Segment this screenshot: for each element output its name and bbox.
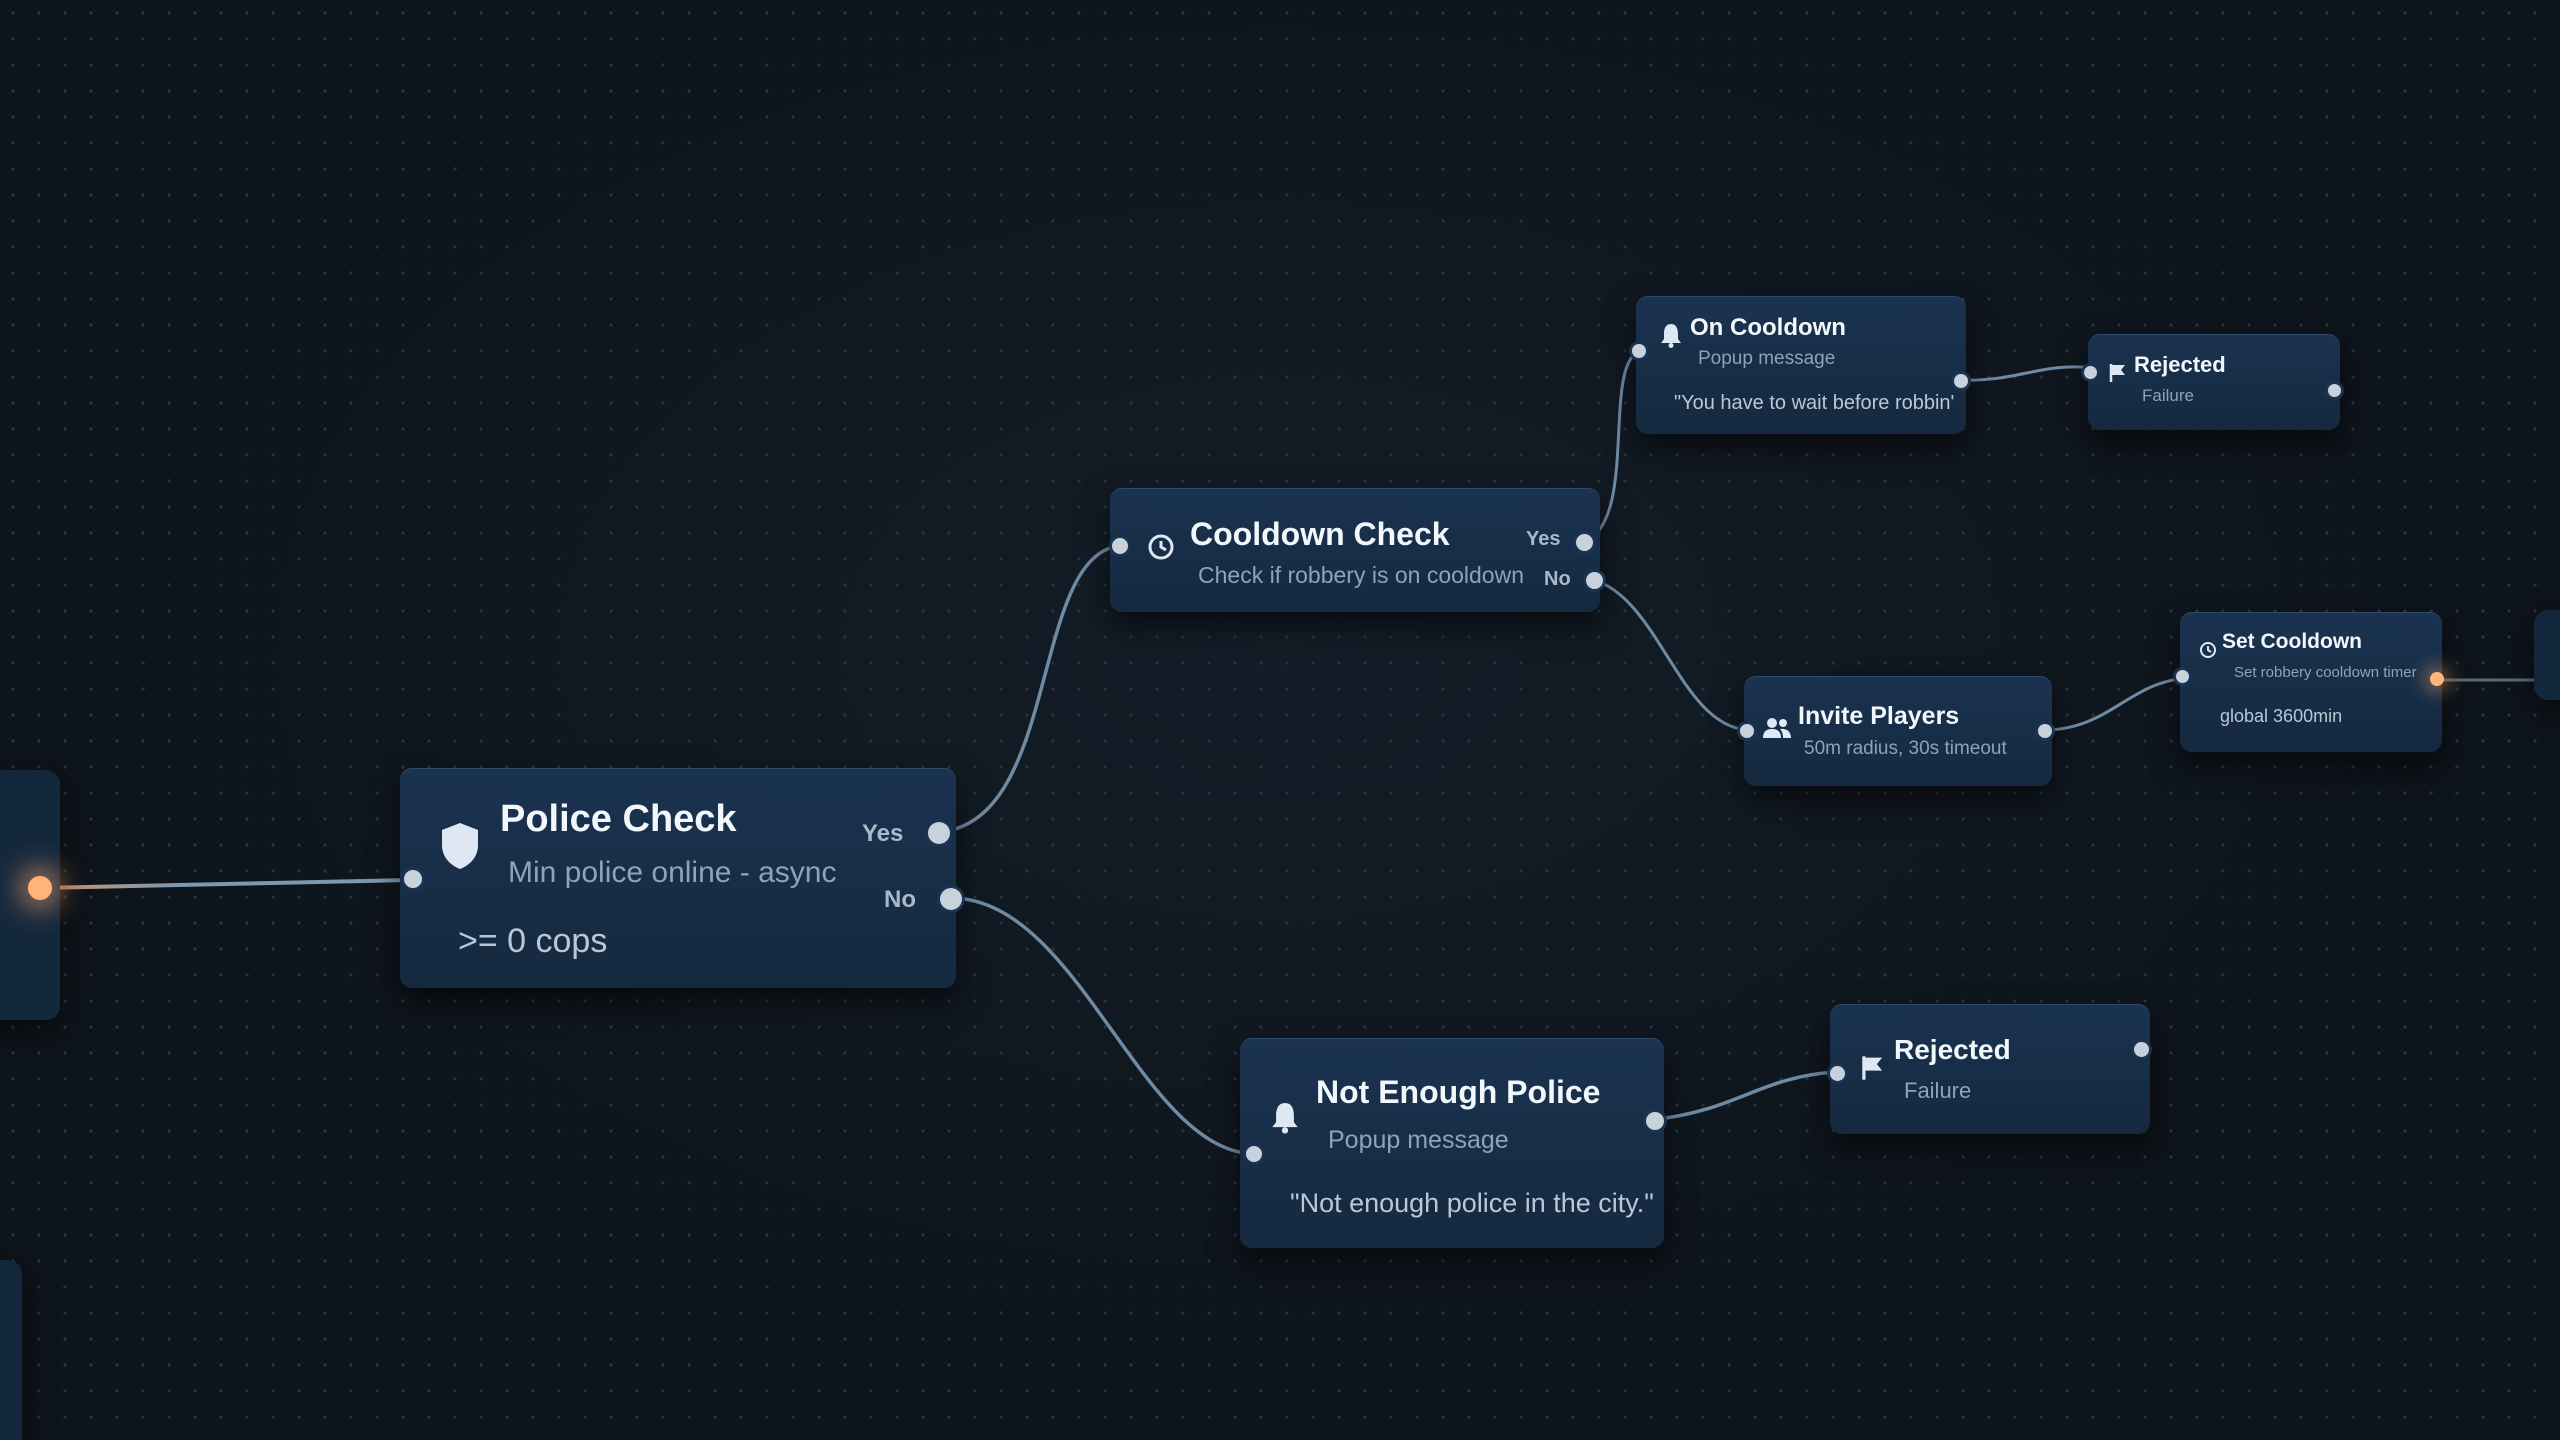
no-output-port[interactable]	[1586, 572, 1603, 589]
input-port-glow[interactable]	[28, 876, 52, 900]
wire-input-police	[39, 878, 413, 890]
offscreen-node-right[interactable]	[2534, 610, 2560, 700]
rejected-bottom-node[interactable]: Rejected Failure	[1830, 1004, 2150, 1134]
set-cooldown-node[interactable]: Set Cooldown Set robbery cooldown timer …	[2176, 612, 2444, 752]
flag-icon	[2108, 362, 2128, 384]
output-port[interactable]	[2134, 1042, 2149, 1057]
node-subtitle: 50m radius, 30s timeout	[1804, 738, 2007, 759]
node-title: Invite Players	[1798, 702, 1960, 730]
output-port[interactable]	[1646, 1112, 1664, 1130]
users-icon	[1762, 716, 1792, 740]
node-detail: global 3600min	[2220, 706, 2343, 726]
output-port[interactable]	[1954, 374, 1968, 388]
wire-invite-setcooldown	[2043, 676, 2191, 732]
node-title: Set Cooldown	[2222, 630, 2362, 653]
invite-players-node[interactable]: Invite Players 50m radius, 30s timeout	[1740, 676, 2052, 786]
node-detail: "Not enough police in the city."	[1290, 1188, 1654, 1218]
input-port[interactable]	[2176, 670, 2189, 683]
on-cooldown-node[interactable]: On Cooldown Popup message "You have to w…	[1632, 296, 1968, 434]
no-port-label: No	[1544, 568, 1571, 590]
node-title: Police Check	[500, 798, 737, 840]
flag-icon	[1860, 1054, 1886, 1082]
node-subtitle: Failure	[2142, 386, 2194, 405]
wire-oncooldown-rejected	[1959, 365, 2095, 382]
no-port-label: No	[884, 886, 916, 913]
yes-output-port[interactable]	[928, 822, 950, 844]
node-subtitle: Popup message	[1698, 348, 1836, 369]
input-port[interactable]	[1632, 344, 1646, 358]
node-subtitle: Popup message	[1328, 1126, 1509, 1154]
not-enough-police-node[interactable]: Not Enough Police Popup message "Not eno…	[1240, 1038, 1664, 1248]
clock-icon	[1146, 532, 1176, 562]
yes-output-port[interactable]	[1576, 534, 1593, 551]
no-output-port[interactable]	[940, 888, 962, 910]
shield-icon	[436, 820, 484, 872]
node-subtitle: Failure	[1904, 1078, 1972, 1103]
node-title: Rejected	[1894, 1034, 2011, 1065]
rejected-top-node[interactable]: Rejected Failure	[2084, 334, 2341, 430]
output-port[interactable]	[2430, 672, 2444, 686]
input-port[interactable]	[2084, 366, 2097, 379]
wire-cooldown-no-invite	[1593, 578, 1749, 732]
input-port[interactable]	[1830, 1066, 1845, 1081]
output-port[interactable]	[2328, 384, 2341, 397]
yes-port-label: Yes	[1526, 528, 1561, 550]
node-title: Not Enough Police	[1316, 1074, 1601, 1110]
node-title: On Cooldown	[1690, 314, 1846, 341]
yes-port-label: Yes	[862, 820, 904, 847]
police-check-node[interactable]: Police Check Min police online - async >…	[400, 768, 962, 988]
offscreen-node-bottom-left[interactable]	[0, 1260, 22, 1440]
node-title: Rejected	[2134, 352, 2226, 377]
bell-icon	[1270, 1098, 1300, 1136]
wire-cooldown-yes-oncooldown	[1583, 348, 1643, 544]
node-detail: >= 0 cops	[458, 922, 608, 960]
wire-notenough-rejected	[1651, 1070, 1839, 1122]
wire-police-no-notenough	[951, 896, 1255, 1156]
output-port[interactable]	[2038, 724, 2052, 738]
node-subtitle: Min police online - async	[508, 856, 837, 889]
node-detail: "You have to wait before robbin'	[1674, 392, 1955, 414]
input-port[interactable]	[404, 870, 422, 888]
bell-icon	[1658, 320, 1684, 350]
node-subtitle: Set robbery cooldown timer	[2234, 664, 2417, 681]
input-port[interactable]	[1246, 1146, 1262, 1162]
node-subtitle: Check if robbery is on cooldown	[1198, 562, 1524, 588]
node-title: Cooldown Check	[1190, 516, 1450, 552]
cooldown-check-node[interactable]: Cooldown Check Check if robbery is on co…	[1110, 488, 1603, 612]
input-port[interactable]	[1112, 538, 1128, 554]
clock-icon	[2198, 640, 2218, 660]
input-port[interactable]	[1740, 724, 1754, 738]
wire-police-yes-cooldown	[939, 544, 1119, 834]
